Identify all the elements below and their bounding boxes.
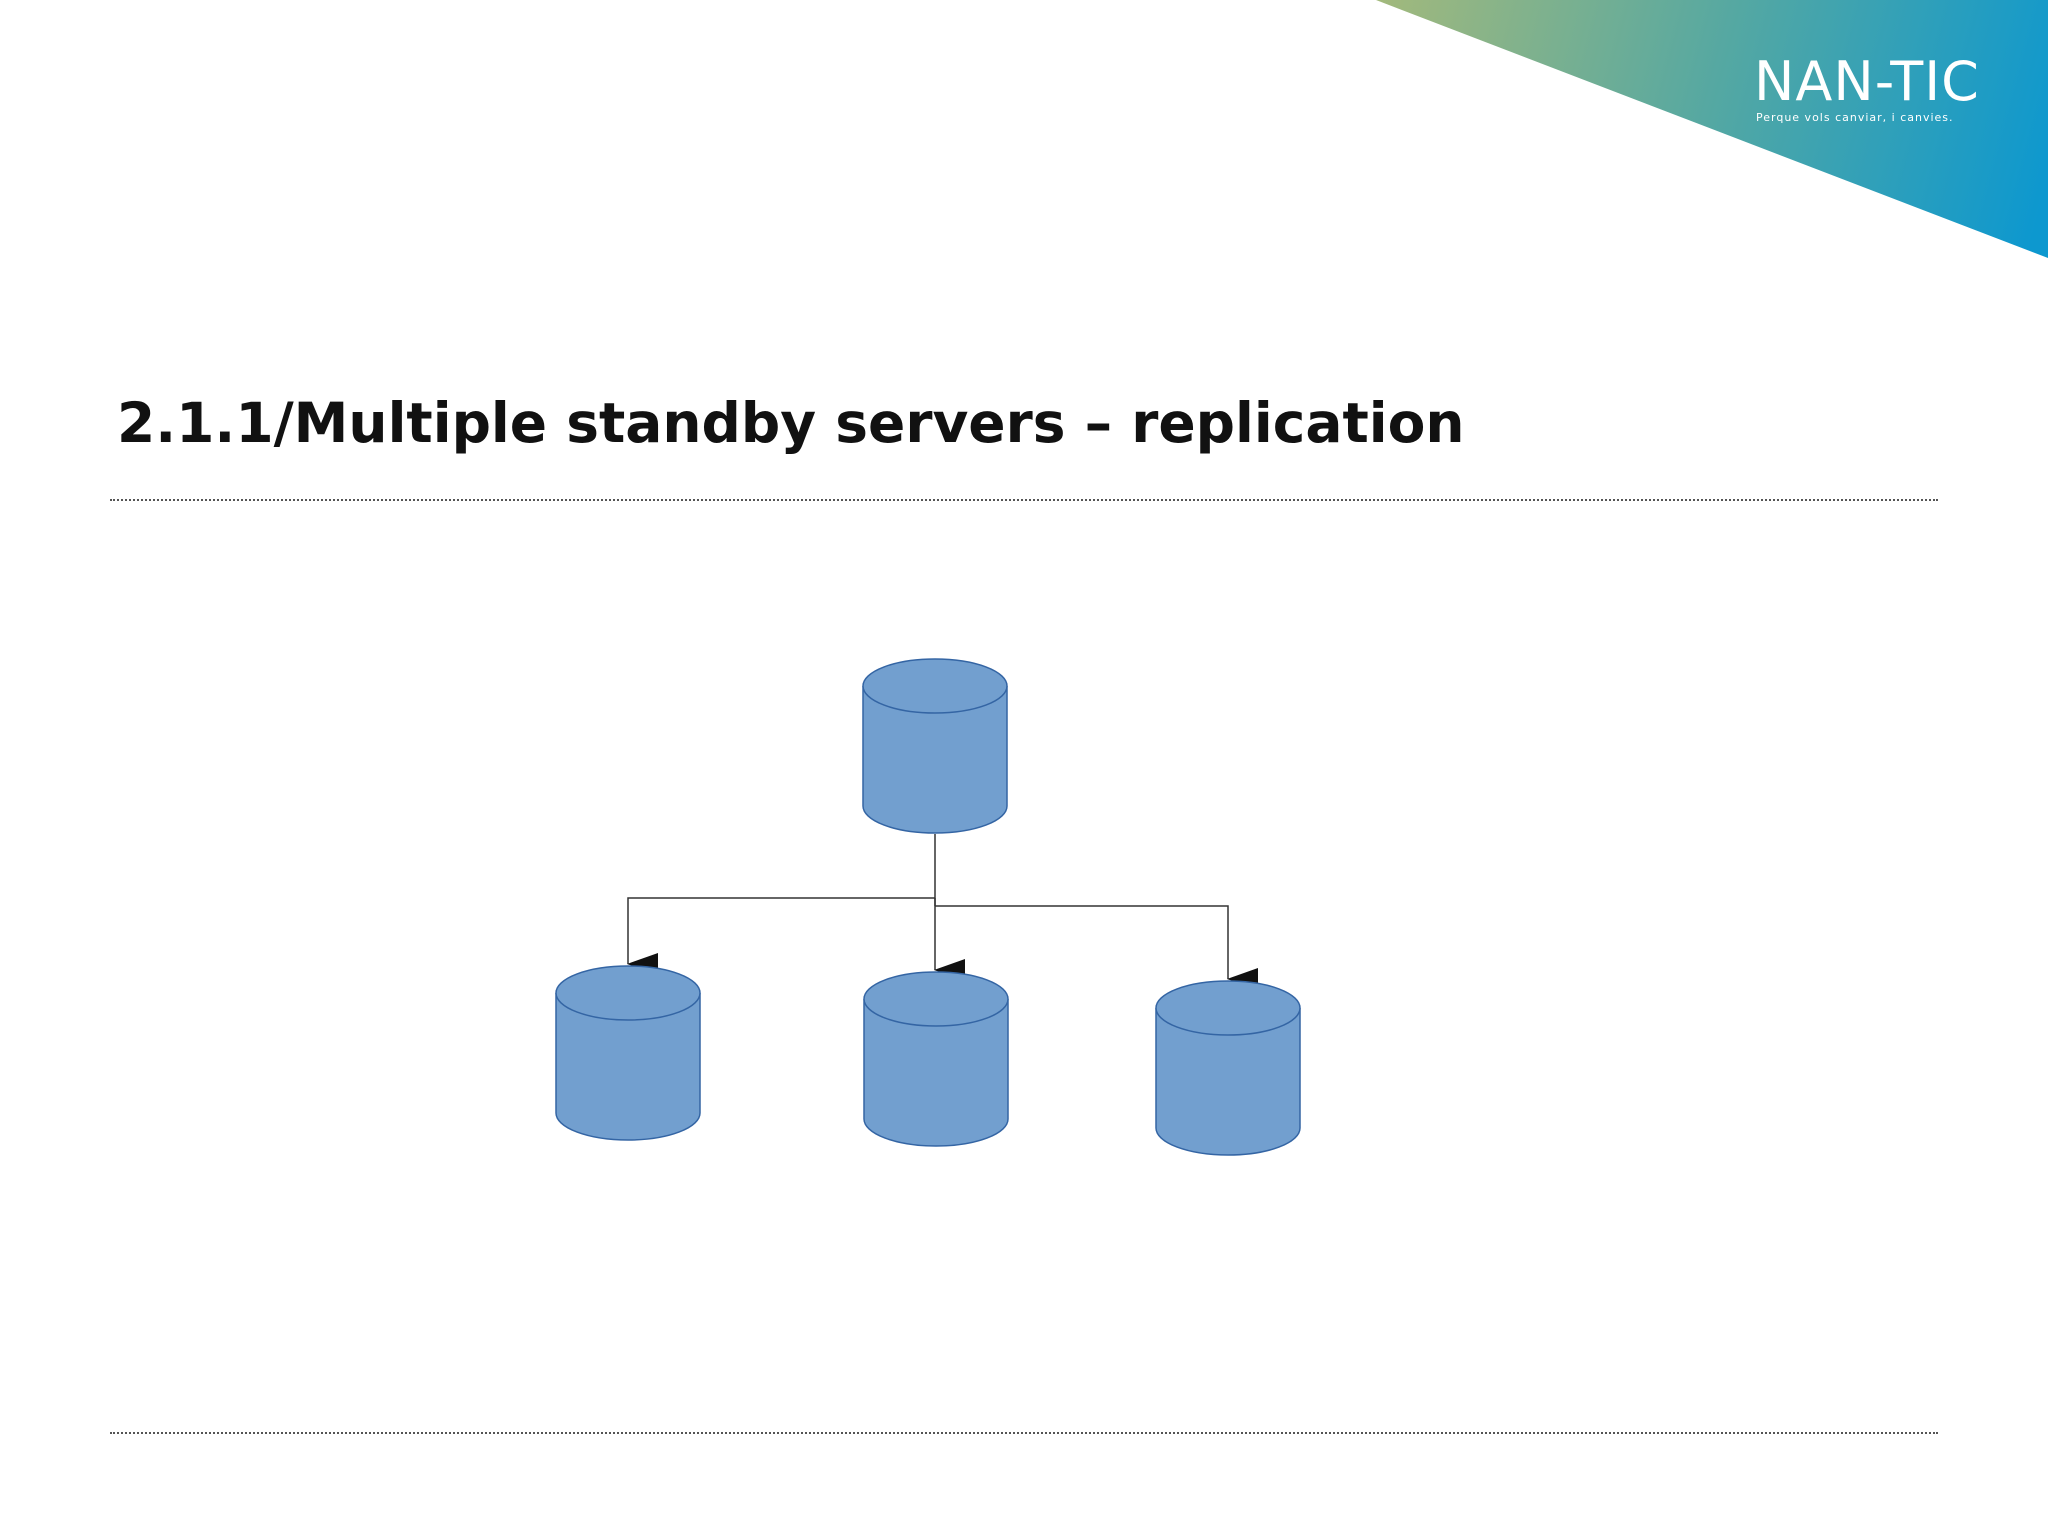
standby-database-icon-left	[555, 965, 701, 1141]
logo-tagline: Perque vols canviar, i canvies.	[1756, 111, 1954, 124]
nan-tic-logo: NAN-TIC Perque vols canviar, i canvies.	[1748, 52, 1988, 132]
connector-to-standby-left	[627, 897, 935, 975]
logo-wordmark: NAN-TIC	[1754, 50, 1980, 113]
primary-database-icon	[862, 658, 1008, 834]
standby-database-icon-right	[1155, 980, 1301, 1156]
title-divider	[110, 499, 1938, 501]
standby-database-icon-middle	[863, 971, 1009, 1147]
connector-lines	[627, 834, 1258, 990]
footer-divider	[110, 1432, 1938, 1434]
slide-title: 2.1.1/Multiple standby servers – replica…	[117, 391, 1465, 455]
brand-ribbon	[1376, 0, 2048, 258]
connector-to-standby-right	[935, 905, 1258, 990]
